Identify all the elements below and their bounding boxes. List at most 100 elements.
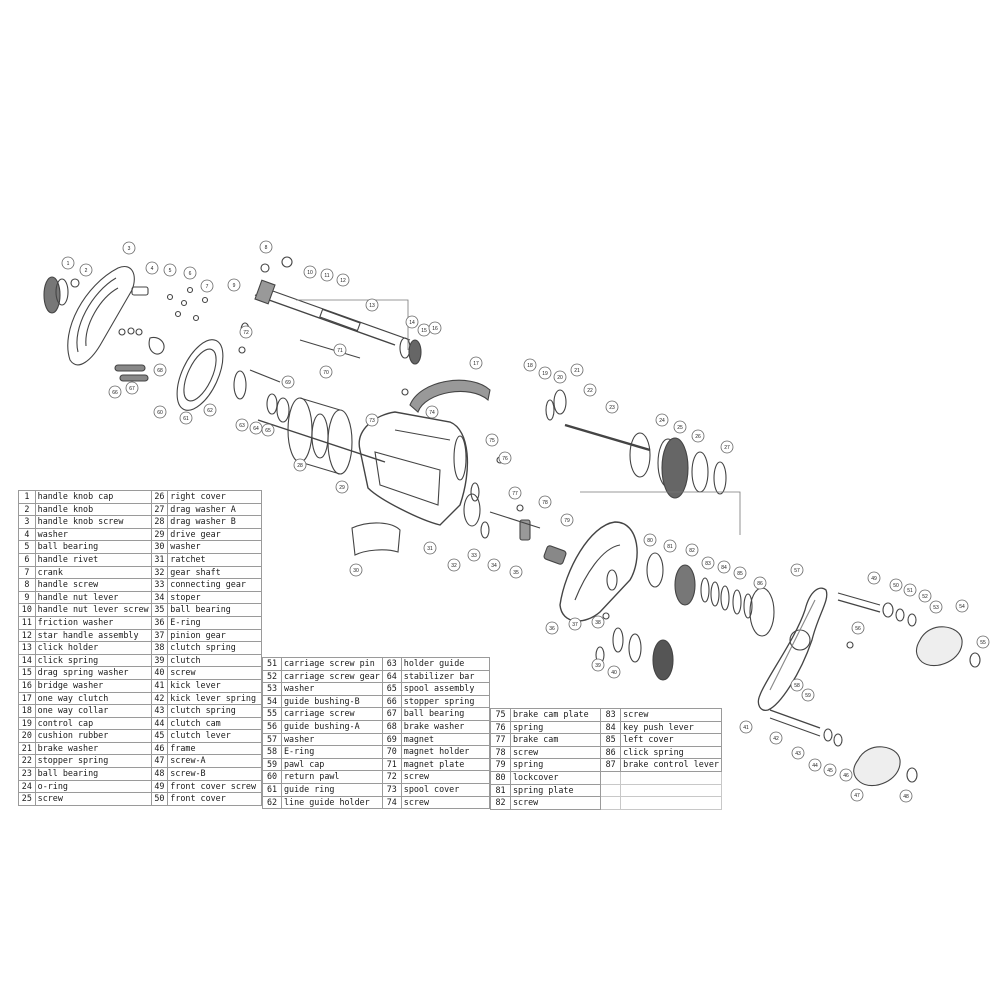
callout-number: 75 [489, 438, 495, 444]
part-number: 30 [150, 540, 169, 554]
part-number: 69 [381, 732, 402, 747]
part-number: 29 [150, 527, 169, 542]
part-number: 46 [150, 741, 169, 756]
part-number: 59 [262, 757, 282, 772]
callout-bubble: 56 [851, 621, 865, 635]
part-number: 26 [150, 490, 169, 504]
callout-bubble: 14 [405, 315, 419, 329]
callout-number: 76 [502, 456, 508, 462]
callout-number: 73 [369, 418, 375, 424]
part-name: frame [167, 741, 262, 756]
spool-cover-plate [176, 339, 290, 423]
part-number: 8 [18, 578, 36, 592]
part-number: 41 [150, 678, 169, 693]
callout-bubble: 27 [720, 440, 734, 454]
callout-number: 18 [527, 363, 533, 369]
part-name: handle knob cap [34, 490, 152, 504]
callout-bubble: 23 [605, 400, 619, 414]
part-number: 60 [262, 770, 282, 784]
part-name: left cover [620, 733, 722, 747]
part-number: 66 [381, 694, 402, 709]
part-name: cushion rubber [34, 729, 152, 743]
callout-number: 22 [587, 388, 593, 394]
front-cover-shape [351, 522, 401, 556]
callout-bubble: 17 [469, 356, 483, 370]
crank-arm [757, 587, 828, 711]
callout-bubble: 60 [153, 405, 167, 419]
part-number: 74 [381, 795, 402, 810]
callout-bubble: 51 [903, 583, 917, 597]
callout-bubble: 52 [918, 589, 932, 603]
part-number: 20 [18, 729, 36, 743]
part-name: crank [34, 565, 152, 580]
part-name: magnet plate [400, 757, 491, 772]
part-number: 75 [490, 708, 511, 722]
callout-number: 69 [285, 380, 291, 386]
part-number: 47 [150, 754, 169, 769]
part-number: 21 [18, 741, 36, 756]
callout-bubble: 29 [335, 480, 349, 494]
part-number: 64 [381, 669, 402, 684]
part-number: 58 [262, 745, 282, 759]
callout-number: 51 [907, 588, 913, 594]
callout-bubble: 77 [508, 486, 522, 500]
callout-number: 44 [812, 763, 818, 769]
callout-number: 19 [542, 371, 548, 377]
callout-bubble: 25 [673, 420, 687, 434]
part-number: 67 [381, 707, 402, 721]
part-name: key push lever [620, 720, 722, 735]
part-name: brake washer [34, 741, 152, 756]
callout-bubble: 2 [79, 263, 93, 277]
part-name: friction washer [34, 615, 152, 630]
callout-number: 30 [353, 568, 359, 574]
part-name: line guide holder [280, 795, 383, 810]
part-name: carriage screw pin [280, 657, 383, 671]
level-wind-shafts [240, 256, 411, 359]
callout-number: 14 [409, 320, 415, 326]
callout-bubble: 5 [163, 263, 177, 277]
callout-number: 2 [85, 268, 88, 274]
callout-number: 39 [595, 663, 601, 669]
part-name: guide bushing-B [280, 694, 383, 709]
callout-number: 78 [542, 500, 548, 506]
part-name: E-ring [167, 615, 262, 630]
callout-number: 70 [323, 370, 329, 376]
part-number: 56 [262, 719, 282, 734]
part-number: 42 [150, 691, 169, 706]
callout-number: 61 [183, 416, 189, 422]
part-name: washer [34, 527, 152, 542]
callout-number: 62 [207, 408, 213, 414]
callout-bubble: 19 [538, 366, 552, 380]
callout-bubble: 86 [753, 576, 767, 590]
part-name: stopper spring [400, 694, 491, 709]
part-name: spring [509, 758, 602, 772]
part-name: stabilizer bar [400, 669, 491, 684]
callout-bubble: 49 [867, 571, 881, 585]
callout-number: 7 [206, 284, 209, 290]
part-name: E-ring [280, 745, 383, 759]
part-name: kick lever spring [167, 691, 262, 706]
part-name: drag washer B [167, 515, 262, 529]
part-name: brake cam plate [509, 708, 602, 722]
part-number: 68 [381, 719, 402, 734]
callout-number: 59 [805, 693, 811, 699]
callout-number: 1 [67, 261, 70, 267]
callout-bubble: 43 [791, 746, 805, 760]
callout-bubble: 84 [717, 560, 731, 574]
part-number: 2 [18, 502, 36, 517]
callout-number: 67 [129, 386, 135, 392]
